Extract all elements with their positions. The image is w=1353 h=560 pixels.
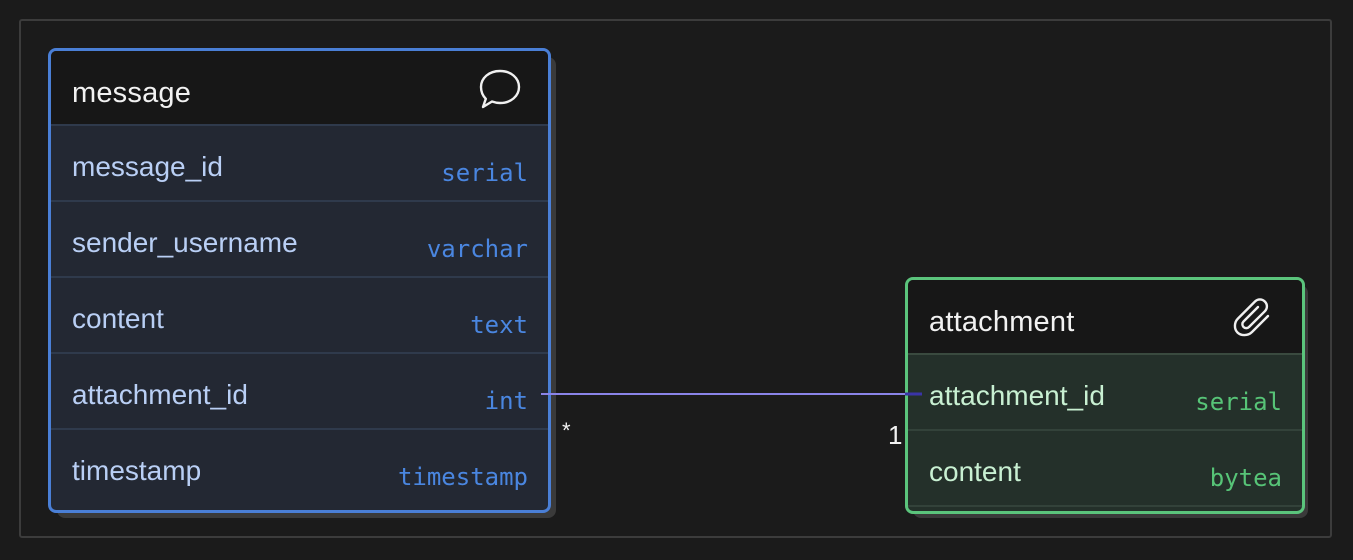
column-type: serial <box>1195 388 1282 416</box>
table-title: message <box>72 77 192 109</box>
column-type: timestamp <box>397 463 528 491</box>
attachment-table-header[interactable]: attachment <box>908 280 1302 355</box>
from-cardinality-label: * <box>562 418 571 443</box>
table-row[interactable]: attachment_id serial <box>908 355 1302 431</box>
paperclip-icon <box>1233 298 1270 337</box>
table-title: attachment <box>929 306 1075 338</box>
column-name: timestamp <box>72 455 202 486</box>
table-row[interactable]: content bytea <box>908 431 1302 507</box>
table-row[interactable]: content text <box>51 278 548 354</box>
column-name: sender_username <box>72 227 298 258</box>
column-type: int <box>484 387 528 415</box>
column-type: text <box>470 311 528 339</box>
column-type: bytea <box>1209 464 1282 492</box>
attachment-table[interactable]: attachment attachment_id serial content … <box>905 277 1305 514</box>
chat-bubble-icon <box>479 69 521 109</box>
message-table-header[interactable]: message <box>51 51 548 126</box>
column-name: message_id <box>72 151 223 182</box>
column-name: attachment_id <box>72 379 248 410</box>
column-type: serial <box>441 159 528 187</box>
column-name: content <box>929 456 1021 487</box>
table-row[interactable]: message_id serial <box>51 126 548 202</box>
column-name: attachment_id <box>929 380 1105 411</box>
column-type: varchar <box>426 235 528 263</box>
table-row[interactable]: attachment_id int <box>51 354 548 430</box>
message-table[interactable]: message message_id serial sender_usernam… <box>48 48 551 513</box>
table-row[interactable]: timestamp timestamp <box>51 430 548 504</box>
table-row[interactable]: sender_username varchar <box>51 202 548 278</box>
to-cardinality-label: 1 <box>888 420 903 450</box>
column-name: content <box>72 303 164 334</box>
